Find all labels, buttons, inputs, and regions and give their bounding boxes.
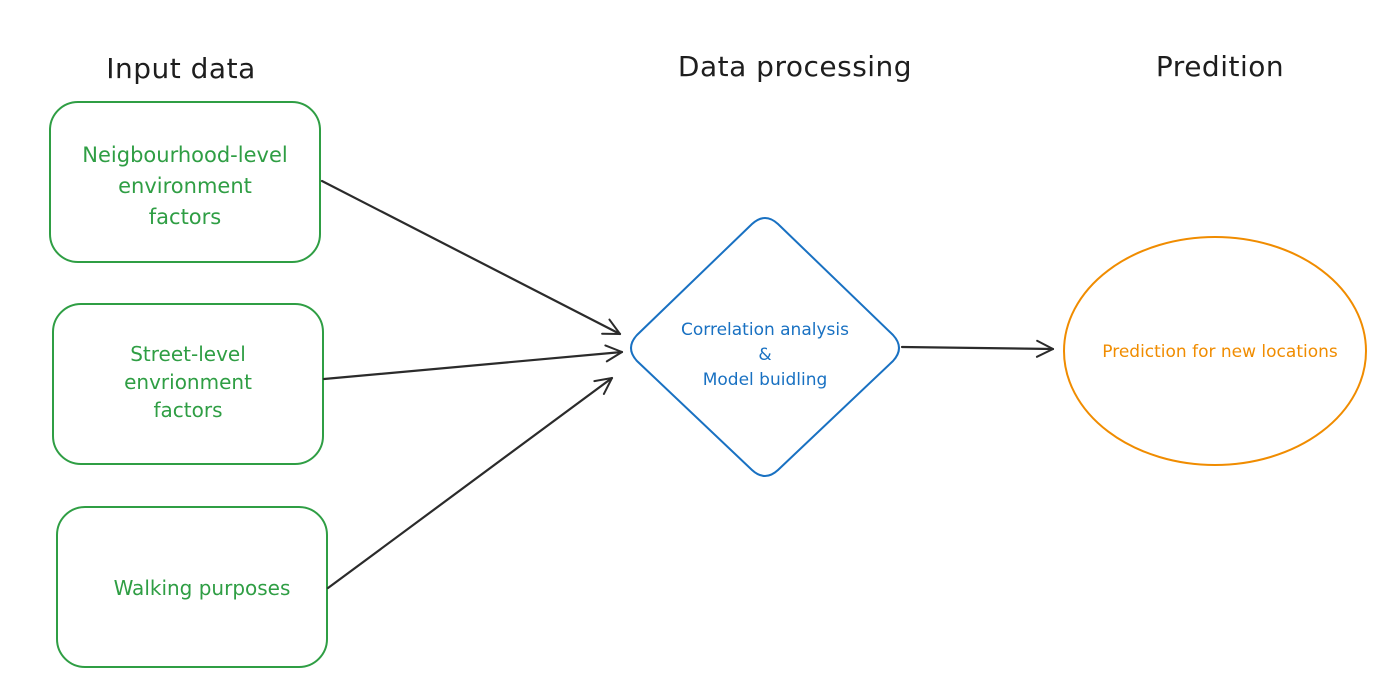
heading-prediction: Predition — [1155, 50, 1285, 83]
process-diamond[interactable] — [630, 217, 900, 477]
street-label-line-3: factors — [153, 398, 223, 422]
process-label-line-2: & — [758, 345, 772, 365]
heading-data-processing: Data processing — [677, 50, 913, 83]
street-label: Street-level envrionment factors — [53, 340, 323, 424]
arrow-street-to-process — [322, 344, 624, 381]
walking-label: Walking purposes — [67, 573, 337, 604]
arrow-process-to-prediction — [900, 339, 1055, 358]
process-label-line-3: Model buidling — [702, 370, 828, 390]
street-box[interactable] — [52, 303, 324, 465]
neighbourhood-label-line-1: Neigbourhood-level — [82, 143, 288, 167]
arrow-walking-to-process — [326, 376, 614, 590]
walking-box[interactable] — [56, 506, 328, 668]
process-label: Correlation analysis & Model buidling — [640, 318, 890, 393]
prediction-label: Prediction for new locations — [1070, 337, 1370, 368]
prediction-label-line-1: Prediction for new locations — [1102, 342, 1338, 362]
neighbourhood-label-line-2: environment — [118, 174, 252, 198]
neighbourhood-label-line-3: factors — [148, 205, 222, 229]
walking-label-line-1: Walking purposes — [113, 576, 291, 600]
process-label-line-1: Correlation analysis — [681, 320, 849, 340]
neighbourhood-box[interactable] — [49, 101, 321, 263]
neighbourhood-label: Neigbourhood-level environment factors — [50, 140, 320, 233]
heading-input-data: Input data — [106, 52, 256, 85]
street-label-line-1: Street-level — [130, 342, 246, 366]
prediction-ellipse[interactable] — [1063, 236, 1367, 466]
street-label-line-2: envrionment — [124, 370, 252, 394]
arrow-neighbourhood-to-process — [320, 179, 622, 336]
